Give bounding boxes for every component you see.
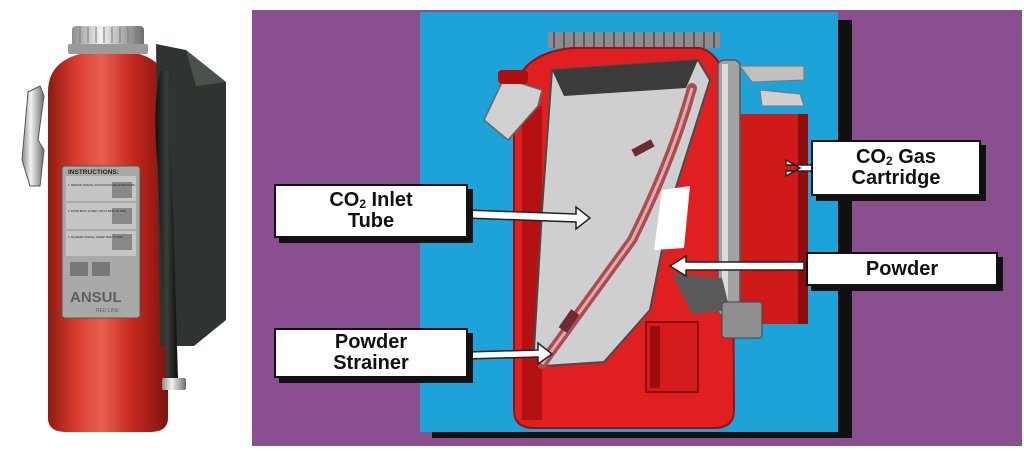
instruction-step-1: 1. REMOVE NOZZLE, PUSH PUNCTURE LEVER DO… xyxy=(68,183,136,187)
lever xyxy=(483,77,543,142)
label-powder: Powder xyxy=(806,252,998,286)
instruction-step-3: 3. SQUEEZE NOZZLE, SWEEP SIDE TO SIDE. xyxy=(68,235,124,239)
bottom-fitting xyxy=(721,301,763,339)
extinguisher-photo: INSTRUCTIONS: 1. REMOVE NOZZLE, PUSH PUN… xyxy=(21,26,226,432)
brand-logo: ANSUL xyxy=(70,289,122,306)
brand-subline: RED LINE xyxy=(96,308,120,314)
carry-handle xyxy=(21,85,45,187)
hose xyxy=(155,70,178,380)
label-co2-gas-cartridge: CO2 Gas Cartridge xyxy=(811,140,981,196)
powder-cavity xyxy=(532,58,712,368)
instructions-title: INSTRUCTIONS: xyxy=(68,169,119,176)
instruction-step-2: 2. START BACK 10 FEET, AIM AT BASE OF FI… xyxy=(68,209,127,213)
label-powder-strainer: Powder Strainer xyxy=(274,328,468,378)
cutaway-diagram xyxy=(252,10,1022,446)
gas-tube xyxy=(717,59,741,317)
label-co2-inlet-tube: CO2 Inlet Tube xyxy=(274,184,468,238)
